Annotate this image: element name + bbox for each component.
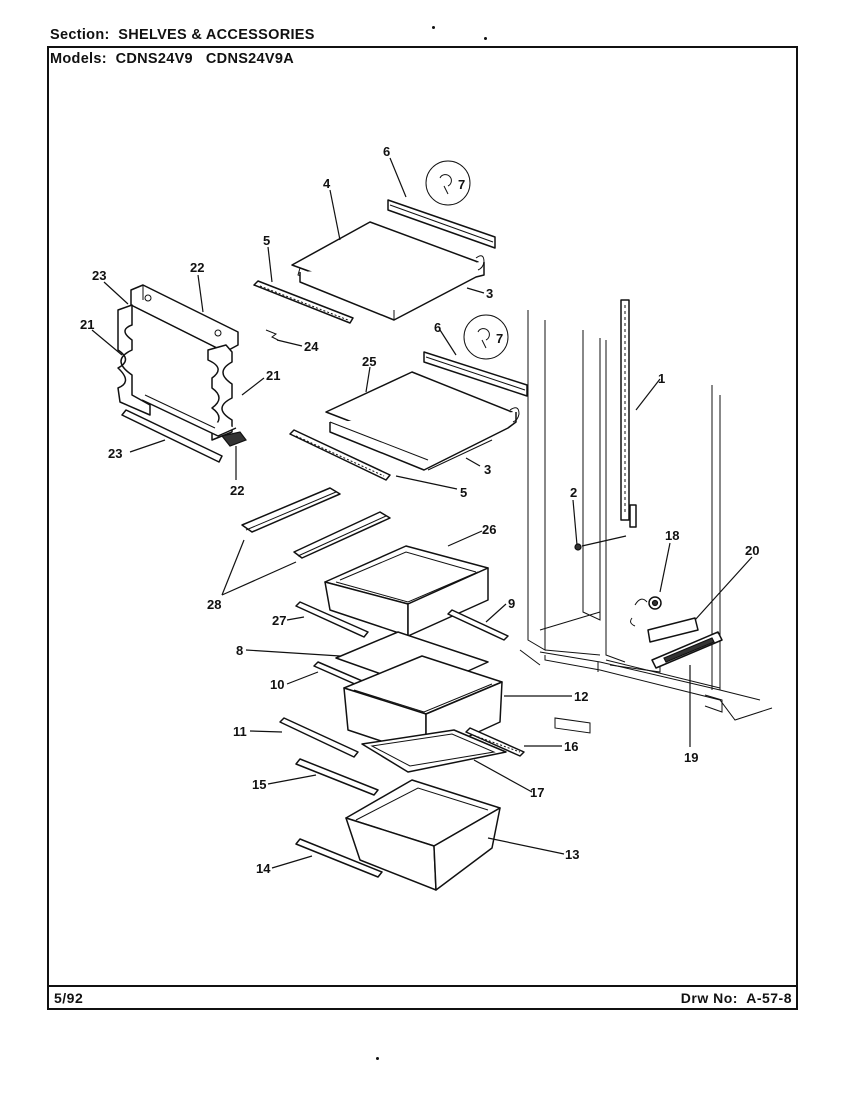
cabinet-liner [519, 310, 773, 734]
callout-labels: 6 4 7 5 22 23 3 21 24 6 7 25 21 1 23 3 2… [80, 144, 759, 876]
callout-12: 12 [574, 689, 588, 704]
part-25-second-glass-shelf [325, 371, 520, 471]
callout-22: 22 [190, 260, 204, 275]
callout-5: 5 [460, 485, 467, 500]
part-21-left-bracket-mount [117, 304, 237, 441]
speck [432, 26, 435, 29]
section-value: SHELVES & ACCESSORIES [118, 27, 315, 43]
part-7-detail-circle-upper [425, 160, 471, 206]
part-15-pan-slide [295, 758, 379, 796]
part-6-second-shelf-rail [423, 351, 528, 397]
callout-3: 3 [486, 286, 493, 301]
callout-17: 17 [530, 785, 544, 800]
part-2-screw [572, 499, 627, 551]
part-23-lower-trim [121, 409, 223, 463]
part-7-detail-circle-lower [463, 314, 509, 360]
speck [484, 37, 487, 40]
callout-6: 6 [383, 144, 390, 159]
callout-19: 19 [684, 750, 698, 765]
callout-22: 22 [230, 483, 244, 498]
drawing-number: Drw No: A-57-8 [680, 990, 792, 1006]
part-18-knob [630, 596, 662, 627]
part-17-drawer-cover [361, 729, 507, 773]
callout-11: 11 [233, 724, 247, 739]
footer-divider [47, 985, 798, 987]
part-20-control-housing [647, 617, 723, 669]
callout-2: 2 [570, 485, 577, 500]
part-22-left-bracket [130, 284, 239, 353]
part-24-clip [265, 329, 279, 341]
callout-27: 27 [272, 613, 286, 628]
part-13-lower-pan [345, 779, 501, 891]
part-5-second-shelf-front-trim [289, 429, 391, 481]
part-26-upper-drawer [324, 545, 489, 637]
callout-28: 28 [207, 597, 221, 612]
callout-13: 13 [565, 847, 579, 862]
callout-20: 20 [745, 543, 759, 558]
part-9-drawer-slide [447, 609, 509, 641]
section-title: Section: SHELVES & ACCESSORIES [50, 27, 315, 43]
callout-1: 1 [658, 371, 665, 386]
part-4-top-glass-shelf [291, 221, 485, 321]
callout-7: 7 [496, 331, 503, 346]
part-5-top-shelf-front-trim [253, 280, 354, 324]
callout-21: 21 [80, 317, 94, 332]
callout-14: 14 [256, 861, 271, 876]
callout-15: 15 [252, 777, 266, 792]
callout-16: 16 [564, 739, 578, 754]
part-11-drawer-slide [279, 717, 359, 758]
part-22-lower-clip [220, 431, 247, 447]
part-1-shelf-ladder [620, 299, 637, 528]
section-label: Section: [50, 27, 110, 43]
callout-21: 21 [266, 368, 280, 383]
callout-9: 9 [508, 596, 515, 611]
part-27-drawer-slide [295, 601, 369, 638]
callout-8: 8 [236, 643, 243, 658]
models-label: Models: [50, 51, 107, 67]
drawing-frame [47, 46, 798, 1010]
callout-26: 26 [482, 522, 496, 537]
callout-10: 10 [270, 677, 284, 692]
models-value: CDNS24V9 CDNS24V9A [115, 51, 295, 67]
speck [376, 1057, 379, 1060]
footer-date: 5/92 [54, 990, 84, 1006]
callout-25: 25 [362, 354, 376, 369]
part-16-drawer-slide [465, 727, 525, 757]
callout-23: 23 [92, 268, 106, 283]
part-14-pan-slide [295, 838, 383, 878]
callout-4: 4 [323, 176, 331, 191]
part-6-top-shelf-rail [387, 199, 496, 249]
callout-23: 23 [108, 446, 122, 461]
part-28-crisper-rails [241, 487, 391, 559]
models-title: Models: CDNS24V9 CDNS24V9A [50, 51, 294, 67]
leader-lines [91, 157, 753, 869]
callout-3: 3 [484, 462, 491, 477]
callout-6: 6 [434, 320, 441, 335]
callout-24: 24 [304, 339, 319, 354]
callout-7: 7 [458, 177, 465, 192]
callout-18: 18 [665, 528, 679, 543]
callout-5: 5 [263, 233, 270, 248]
